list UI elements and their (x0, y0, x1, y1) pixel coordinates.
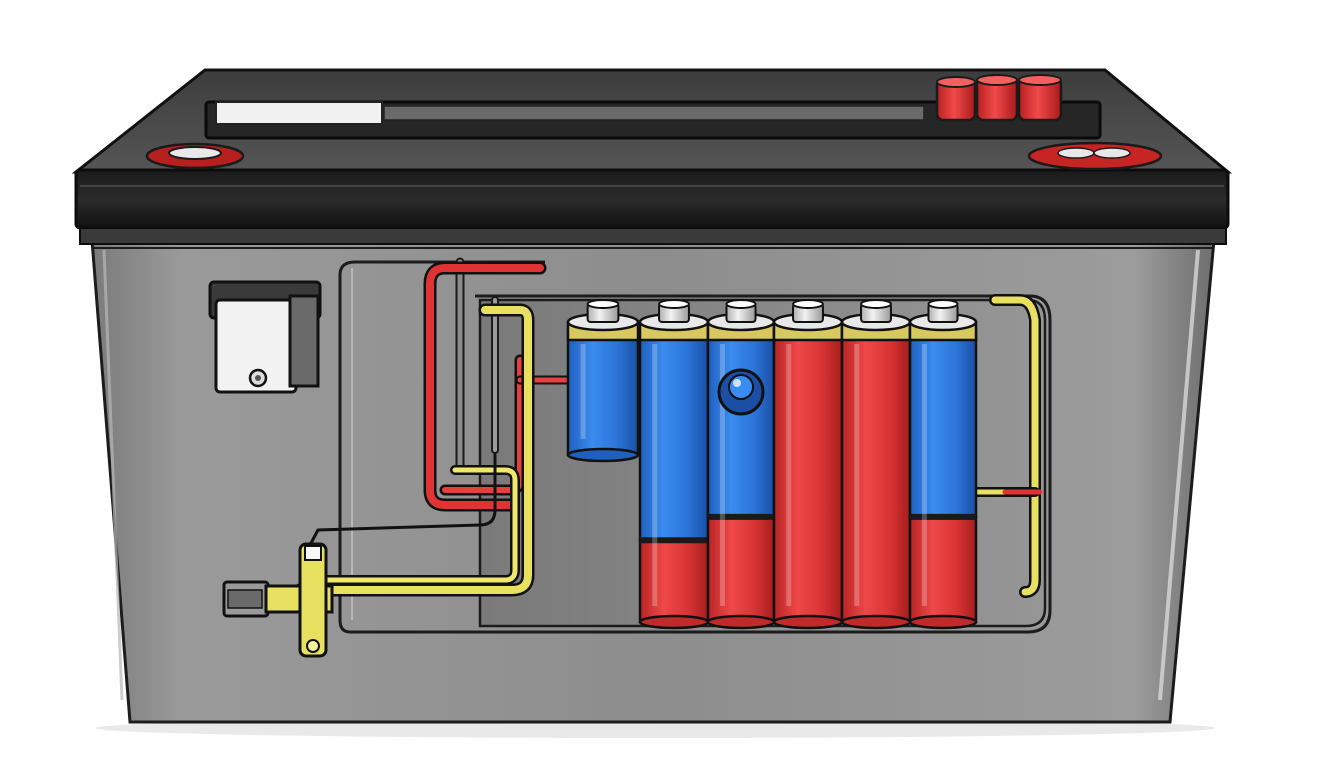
cell-4 (772, 299, 844, 630)
vent-caps (935, 74, 1063, 122)
connector-plug-icon (222, 542, 334, 658)
cell-6 (908, 299, 978, 630)
terminal-right (1027, 141, 1163, 171)
cell-3 (706, 299, 776, 630)
cell-2 (638, 299, 710, 630)
lid-vent-slot (383, 105, 925, 121)
cell-pack (566, 299, 978, 630)
relay-box-icon (208, 280, 322, 394)
indicator-button (717, 368, 765, 416)
cell-1 (566, 299, 640, 463)
wiring-harness (293, 257, 1043, 598)
terminal-left (145, 142, 245, 170)
battery-lid (71, 68, 1233, 245)
cell-5 (840, 299, 912, 630)
lid-label-plate (215, 101, 383, 125)
